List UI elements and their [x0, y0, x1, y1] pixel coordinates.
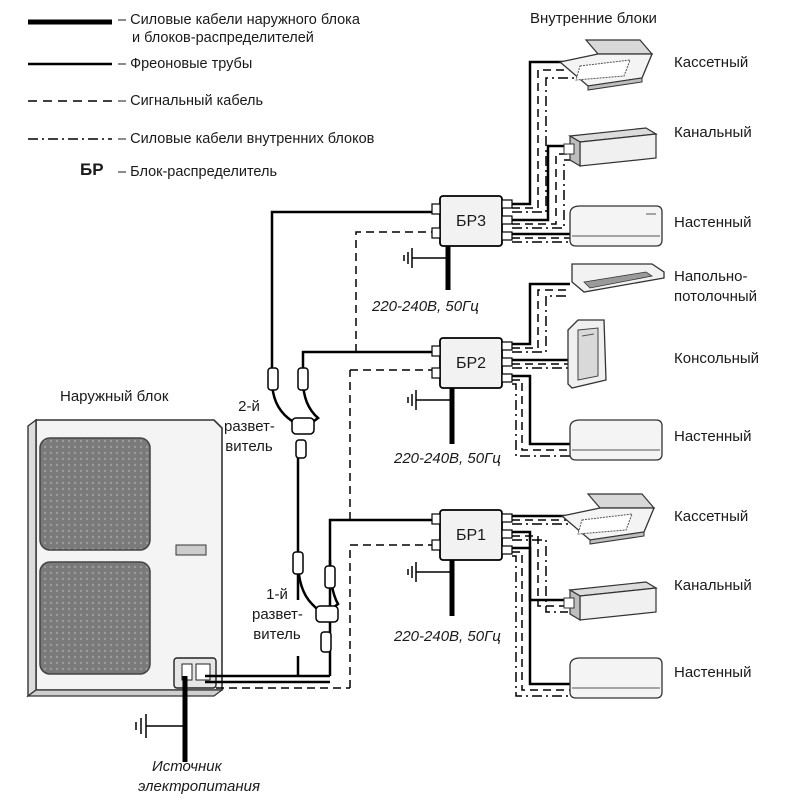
- outdoor-unit: [26, 418, 224, 698]
- indoor-unit-label-cassette-1: Кассетный: [674, 54, 749, 71]
- indoor-unit-label-cassette-2: Кассетный: [674, 508, 749, 525]
- indoor-units-title: Внутренние блоки: [530, 10, 657, 27]
- indoor-unit-label-floor-ceiling-2: потолочный: [674, 288, 758, 305]
- br1-box: [431, 509, 513, 561]
- power-source-label-2: электропитания: [138, 778, 260, 795]
- wall-unit-icon-3: [569, 657, 663, 699]
- duct-unit-icon-1: [563, 127, 658, 168]
- br-power-feeds: [403, 246, 455, 616]
- wall-unit-icon-1: [569, 205, 663, 247]
- legend-signal-label: – Сигнальный кабель: [118, 93, 264, 109]
- indoor-unit-label-wall-2: Настенный: [674, 428, 752, 445]
- br3-power-label: 220-240В, 50Гц: [372, 298, 479, 315]
- indoor-unit-label-duct-2: Канальный: [674, 577, 752, 594]
- legend-indoor-power-label: – Силовые кабели внутренних блоков: [118, 131, 375, 147]
- second-splitter-label-2: развет-: [224, 418, 275, 435]
- indoor-unit-label-wall-3: Настенный: [674, 664, 752, 681]
- cassette-unit-icon-1: [558, 39, 654, 91]
- legend-freon-label: – Фреоновые трубы: [118, 56, 253, 72]
- first-splitter-label-3: витель: [253, 626, 301, 643]
- br2-label: БР2: [456, 355, 487, 372]
- br3-outgoing-lines: [512, 60, 576, 243]
- br2-power-label: 220-240В, 50Гц: [394, 450, 501, 467]
- br1-label: БР1: [456, 527, 487, 544]
- indoor-unit-label-floor-ceiling-1: Напольно-: [674, 268, 748, 285]
- second-splitter-label-1: 2-й: [238, 398, 260, 415]
- legend-power-cable-label: – Силовые кабели наружного блока: [118, 12, 360, 28]
- duct-unit-icon-2: [563, 581, 658, 622]
- outdoor-fan-grille-top: [39, 437, 151, 551]
- console-unit-icon: [567, 319, 607, 389]
- first-splitter-label-2: развет-: [252, 606, 303, 623]
- indoor-unit-label-duct-1: Канальный: [674, 124, 752, 141]
- first-splitter: [292, 551, 340, 653]
- outdoor-fan-grille-bottom: [39, 561, 151, 675]
- second-splitter: [267, 367, 320, 459]
- br1-power-label: 220-240В, 50Гц: [394, 628, 501, 645]
- second-splitter-label-3: витель: [225, 438, 273, 455]
- br1-outgoing-lines: [512, 514, 574, 697]
- wall-unit-icon-2: [569, 419, 663, 461]
- legend-lines: [28, 19, 112, 140]
- legend-power-cable-label-cont: и блоков-распределителей: [132, 30, 314, 46]
- br2-box: [431, 337, 513, 389]
- first-splitter-label-1: 1-й: [266, 586, 288, 603]
- br3-label: БР3: [456, 213, 487, 230]
- br2-outgoing-lines: [512, 282, 570, 457]
- power-source-label-1: Источник: [152, 758, 222, 775]
- indoor-unit-label-console: Консольный: [674, 350, 760, 367]
- indoor-unit-label-wall-1: Настенный: [674, 214, 752, 231]
- floor-ceiling-unit-icon: [571, 263, 665, 293]
- power-source-cable: [135, 676, 188, 762]
- outdoor-unit-title: Наружный блок: [60, 388, 169, 405]
- cassette-unit-icon-2: [560, 493, 656, 545]
- legend-br-label: – Блок-распределитель: [118, 164, 278, 180]
- legend-br-abbr: БР: [80, 160, 104, 179]
- br3-box: [431, 195, 513, 247]
